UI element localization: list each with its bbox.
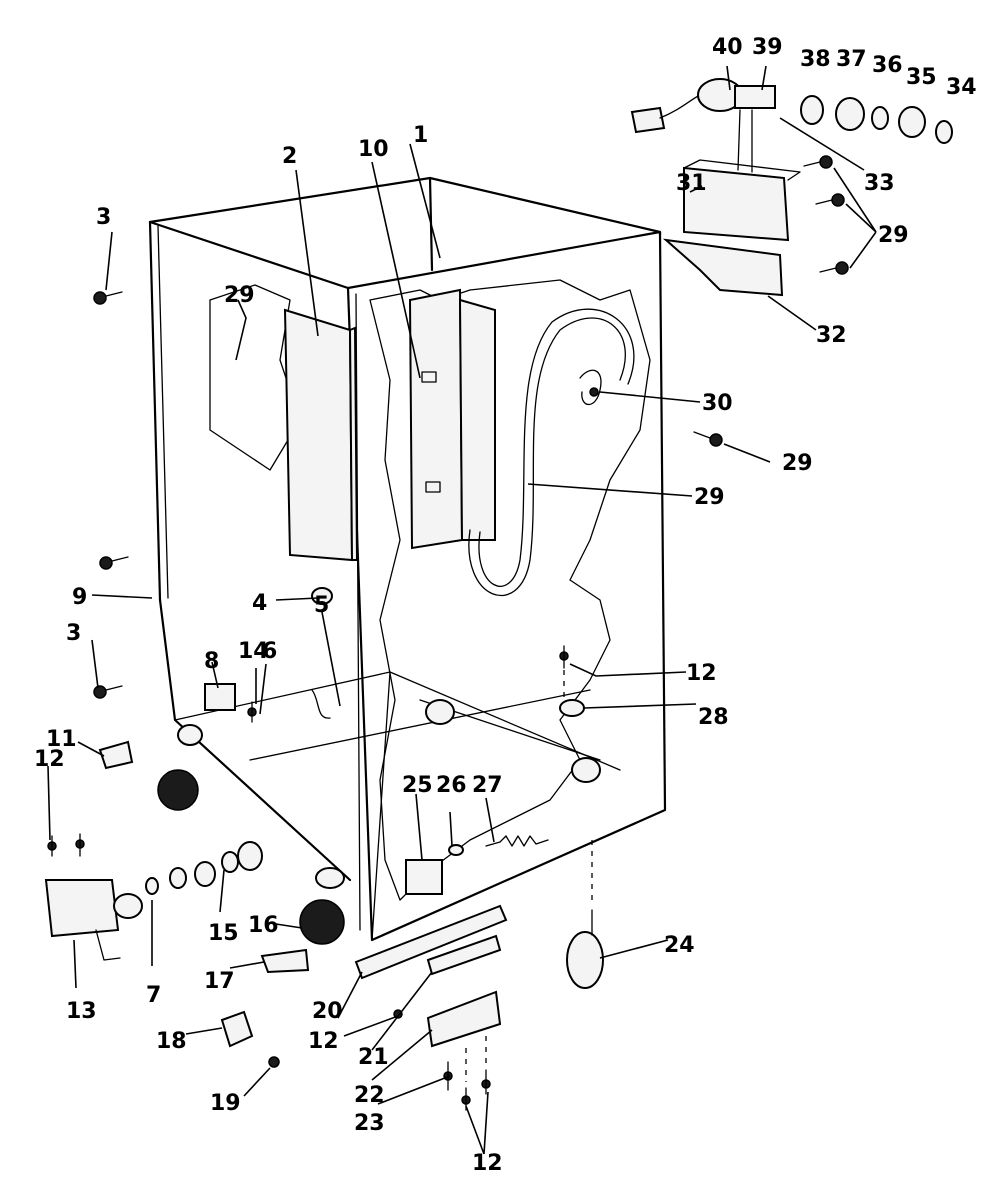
callout-2: 2 — [282, 144, 297, 169]
callout-34: 34 — [946, 75, 977, 100]
callout-29-right: 29 — [782, 451, 813, 476]
callout-3-upper: 3 — [96, 205, 111, 230]
callout-4: 4 — [252, 591, 267, 616]
callout-33: 33 — [864, 171, 895, 196]
callout-23: 23 — [354, 1111, 385, 1136]
callout-21: 21 — [358, 1045, 389, 1070]
callout-29-left: 29 — [224, 283, 255, 308]
callout-5: 5 — [314, 593, 329, 618]
tank-bracket-part-2 — [283, 308, 359, 562]
screws — [47, 155, 849, 1111]
center-channel-part-10 — [408, 288, 496, 550]
callout-24: 24 — [664, 933, 695, 958]
callout-40: 40 — [712, 35, 743, 60]
callout-6: 6 — [262, 639, 277, 664]
lower-parts — [44, 587, 604, 1048]
callout-12-right: 12 — [686, 661, 717, 686]
callout-12-strap: 12 — [308, 1029, 339, 1054]
callout-26: 26 — [436, 773, 467, 798]
callout-16: 16 — [248, 913, 279, 938]
callout-1: 1 — [413, 123, 428, 148]
callout-36: 36 — [872, 53, 903, 78]
callout-19: 19 — [210, 1091, 241, 1116]
callout-15: 15 — [208, 921, 239, 946]
callout-32: 32 — [816, 323, 847, 348]
callout-28: 28 — [698, 705, 729, 730]
callout-12-bottom: 12 — [472, 1151, 503, 1176]
clip-part-30 — [579, 369, 602, 406]
callout-8: 8 — [204, 649, 219, 674]
callout-30: 30 — [702, 391, 733, 416]
callout-7: 7 — [146, 983, 161, 1008]
leader-lines — [47, 65, 877, 1155]
callout-10: 10 — [358, 137, 389, 162]
callout-37: 37 — [836, 47, 867, 72]
callout-38: 38 — [800, 47, 831, 72]
callout-17: 17 — [204, 969, 235, 994]
callout-labels: 1 2 3 3 4 5 6 7 8 9 10 11 12 12 12 12 13… — [34, 35, 977, 1176]
callout-3-lower: 3 — [66, 621, 81, 646]
callout-18: 18 — [156, 1029, 187, 1054]
callout-12-left: 12 — [34, 747, 65, 772]
callout-31: 31 — [676, 171, 707, 196]
callout-27: 27 — [472, 773, 503, 798]
callout-9: 9 — [72, 585, 87, 610]
hose-loop — [468, 308, 635, 597]
callout-14: 14 — [238, 639, 269, 664]
callout-39: 39 — [752, 35, 783, 60]
callout-29-top-right: 29 — [878, 223, 909, 248]
callout-35: 35 — [906, 65, 937, 90]
electrical-assembly — [630, 78, 953, 297]
callout-29-center: 29 — [694, 485, 725, 510]
callout-11: 11 — [46, 727, 77, 752]
callout-25: 25 — [402, 773, 433, 798]
callout-20: 20 — [312, 999, 343, 1024]
callout-13: 13 — [66, 999, 97, 1024]
callout-22: 22 — [354, 1083, 385, 1108]
